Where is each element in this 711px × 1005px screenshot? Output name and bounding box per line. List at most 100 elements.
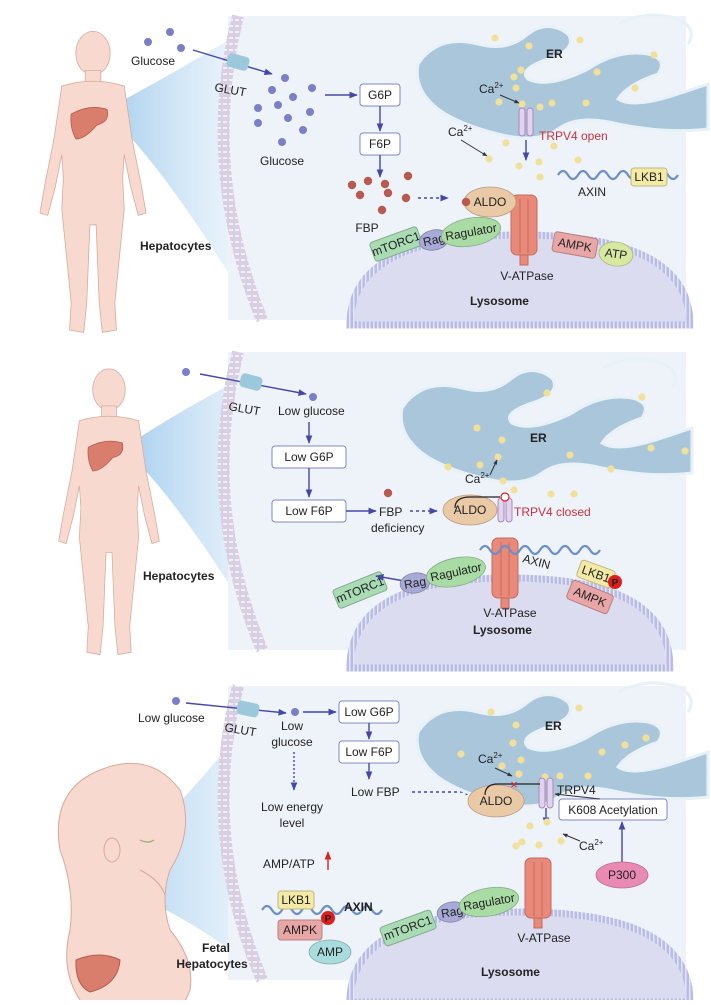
calcium-dot xyxy=(557,837,565,845)
ampk-shape xyxy=(277,919,323,941)
calcium-dot xyxy=(515,162,523,170)
calcium-dot xyxy=(526,822,534,830)
outside-glucose-label: Glucose xyxy=(131,54,175,68)
head xyxy=(75,30,111,76)
calcium-dot xyxy=(536,103,544,111)
glucose-dot xyxy=(289,93,297,101)
vatpase xyxy=(510,194,538,266)
superscript: 2+ xyxy=(494,81,503,90)
calcium-dot xyxy=(525,42,533,50)
calcium-dot xyxy=(518,100,526,108)
organism-label: Hepatocytes xyxy=(143,569,215,583)
aldo-inhibit-line xyxy=(454,496,500,509)
inside-glucose-label: Low xyxy=(281,719,303,733)
superscript: 2+ xyxy=(463,124,472,133)
calcium-dot xyxy=(647,444,655,452)
calcium-dot xyxy=(631,84,639,92)
glut-transporter xyxy=(239,373,263,391)
calcium-dot xyxy=(494,453,502,461)
uptake-arrow xyxy=(185,702,287,716)
atp: ATP xyxy=(598,241,634,267)
energy-label: level xyxy=(280,816,305,830)
trpv4-sub xyxy=(526,107,534,137)
g6p-box-label: G6P xyxy=(368,88,392,102)
calcium-dot xyxy=(547,490,555,498)
er-fold xyxy=(601,357,677,389)
trpv4-channel xyxy=(518,107,534,137)
calcium-dot xyxy=(582,99,590,107)
glucose-dot xyxy=(299,126,307,134)
fetus-figure xyxy=(57,762,192,1005)
trpv4-sub xyxy=(518,107,526,137)
calcium-dot xyxy=(576,36,584,44)
er-label: ER xyxy=(545,719,562,733)
glucose-dot xyxy=(182,368,190,376)
phospho-label: P xyxy=(325,914,332,925)
ragulator-shape xyxy=(426,556,486,588)
head xyxy=(92,368,126,411)
calcium-dot xyxy=(502,139,510,147)
fetus-ear xyxy=(103,837,121,863)
glucose-dot xyxy=(254,119,262,127)
axin-label: AXIN xyxy=(344,900,373,914)
rag-label: Rag xyxy=(422,231,446,249)
f6p-box-label: Low F6P xyxy=(345,745,392,759)
body xyxy=(39,80,147,333)
aldo-inhibit-line xyxy=(484,783,540,796)
energy-label: Low energy xyxy=(261,800,323,814)
vatpase-label: V-ATPase xyxy=(500,269,553,283)
inside-glucose-label: Low glucose xyxy=(278,404,345,418)
closed-channel-icon xyxy=(500,492,510,502)
phospho-badge xyxy=(608,575,622,589)
mtorc1-shape xyxy=(369,226,423,262)
glucose-dot xyxy=(144,38,152,46)
calcium-dot xyxy=(556,772,564,780)
lkb1-label: LKB1 xyxy=(634,170,664,184)
calcium-dot xyxy=(621,741,629,749)
liver-icon xyxy=(75,954,121,993)
vatpase-body xyxy=(524,857,552,919)
calcium-dot xyxy=(574,156,582,164)
g6p-box-label: Low G6P xyxy=(284,450,333,464)
er-label: ER xyxy=(546,47,563,61)
bound-fbp xyxy=(461,197,471,207)
calcium-dot xyxy=(491,34,499,42)
calcium-pointer xyxy=(460,139,488,157)
calcium-dot xyxy=(457,750,465,758)
calcium-dot xyxy=(543,818,551,826)
aldo-shape xyxy=(467,784,525,818)
rag: Rag xyxy=(399,572,431,594)
glucose-dot xyxy=(254,104,262,112)
atp-label: ATP xyxy=(604,246,628,263)
ampk-shape xyxy=(551,231,599,259)
lysosome-label: Lysosome xyxy=(470,294,529,308)
inside-glucose-label: glucose xyxy=(271,735,313,749)
glut-transporter xyxy=(236,700,260,718)
ampk-label: AMPK xyxy=(557,235,593,255)
liver-icon xyxy=(87,440,124,472)
glut-label: GLUT xyxy=(227,399,262,418)
vatpase-label: V-ATPase xyxy=(517,931,570,945)
organism-label: Fetal xyxy=(202,941,230,955)
calcium-dot xyxy=(575,704,583,712)
calcium-dot xyxy=(498,762,506,770)
fetus-hand xyxy=(139,869,166,896)
glucose-dot xyxy=(166,28,174,36)
glucose-dot xyxy=(281,74,289,82)
trpv4-state-label: TRPV4 open xyxy=(539,129,608,143)
axin-helix xyxy=(479,544,601,556)
glucose-dot xyxy=(177,44,185,52)
fbp-dot xyxy=(383,188,393,198)
aldo: ALDO xyxy=(467,784,525,818)
calcium-dot xyxy=(535,158,543,166)
calcium-dot xyxy=(598,748,606,756)
superscript: 2+ xyxy=(493,751,502,760)
er-fold xyxy=(617,13,693,45)
fbp-deficiency-label: deficiency xyxy=(371,521,424,535)
ragulator: Ragulator xyxy=(458,886,520,918)
calcium-dot xyxy=(536,173,544,181)
calcium-dot xyxy=(650,51,658,59)
trpv4-label: TRPV4 xyxy=(557,783,596,797)
lysosome xyxy=(346,908,694,1005)
